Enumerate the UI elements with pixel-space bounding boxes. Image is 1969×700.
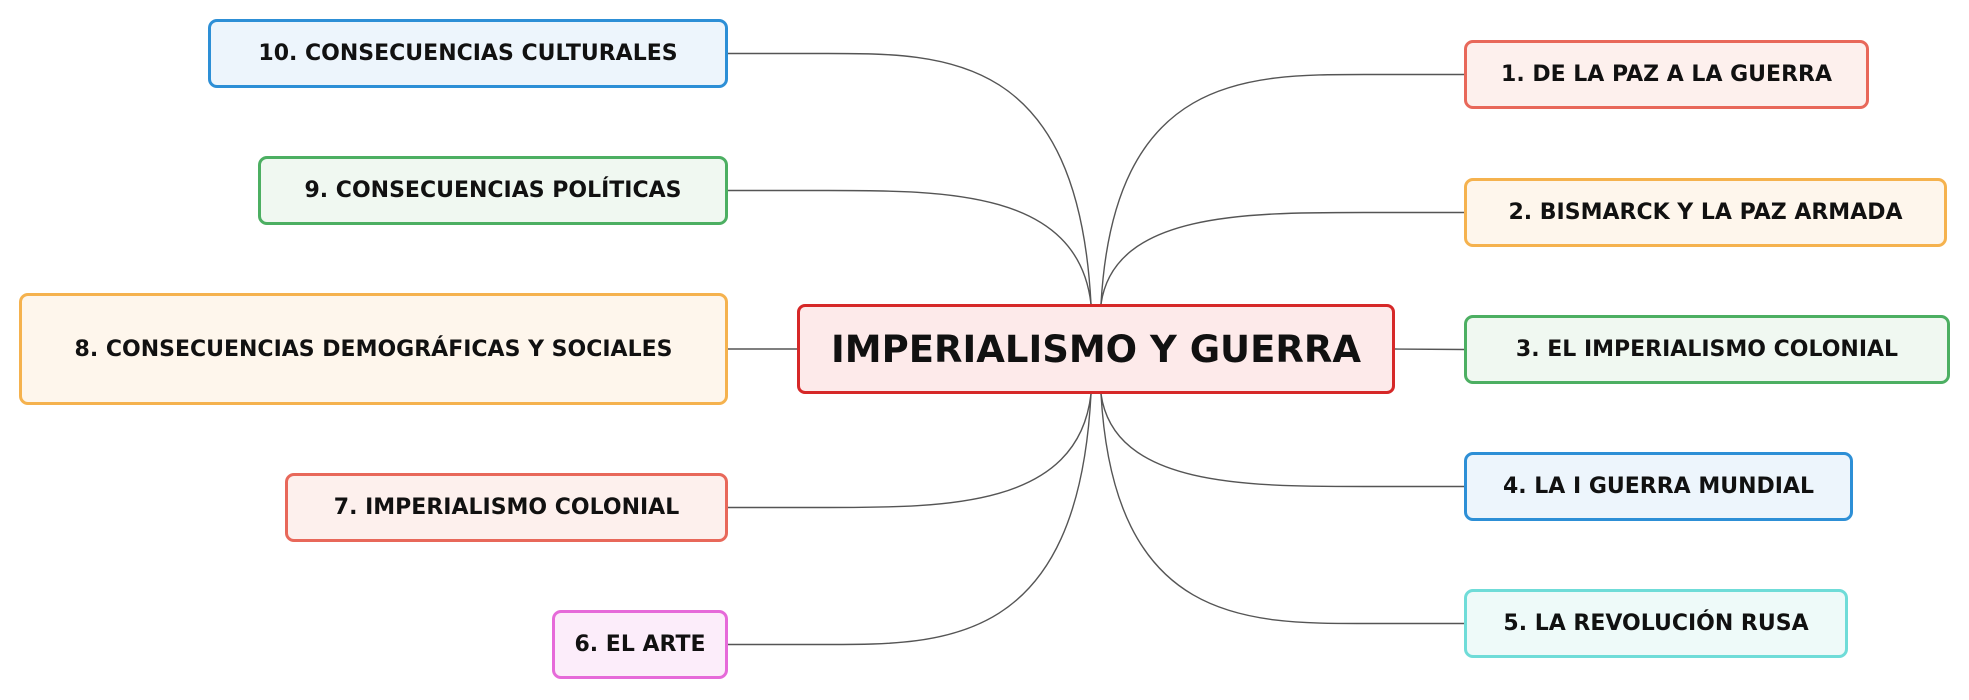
- connector-2: [1100, 211, 1464, 305]
- connector-6: [728, 393, 1092, 646]
- branch-label-10: 10. CONSECUENCIAS CULTURALES: [258, 41, 678, 66]
- branch-label-1: 1. DE LA PAZ A LA GUERRA: [1501, 62, 1832, 87]
- connector-5: [1100, 393, 1464, 625]
- branch-node-10[interactable]: 10. CONSECUENCIAS CULTURALES: [208, 19, 728, 88]
- branch-node-4[interactable]: 4. LA I GUERRA MUNDIAL: [1464, 452, 1853, 521]
- central-topic-label: IMPERIALISMO Y GUERRA: [831, 327, 1361, 371]
- branch-label-2: 2. BISMARCK Y LA PAZ ARMADA: [1508, 200, 1903, 225]
- branch-node-3[interactable]: 3. EL IMPERIALISMO COLONIAL: [1464, 315, 1950, 384]
- branch-node-9[interactable]: 9. CONSECUENCIAS POLÍTICAS: [258, 156, 728, 225]
- branch-label-7: 7. IMPERIALISMO COLONIAL: [333, 495, 680, 520]
- connector-1: [1100, 73, 1464, 305]
- connector-3: [1394, 348, 1465, 351]
- connector-9: [728, 189, 1092, 305]
- branch-node-7[interactable]: 7. IMPERIALISMO COLONIAL: [285, 473, 728, 542]
- branch-node-2[interactable]: 2. BISMARCK Y LA PAZ ARMADA: [1464, 178, 1947, 247]
- branch-label-3: 3. EL IMPERIALISMO COLONIAL: [1515, 337, 1899, 362]
- connector-7: [728, 393, 1092, 509]
- branch-label-8: 8. CONSECUENCIAS DEMOGRÁFICAS Y SOCIALES: [74, 336, 673, 362]
- central-topic[interactable]: IMPERIALISMO Y GUERRA: [797, 304, 1395, 394]
- branch-node-5[interactable]: 5. LA REVOLUCIÓN RUSA: [1464, 589, 1848, 658]
- branch-node-6[interactable]: 6. EL ARTE: [552, 610, 728, 679]
- connector-10: [728, 52, 1092, 305]
- connector-4: [1100, 393, 1464, 488]
- branch-label-6: 6. EL ARTE: [574, 632, 706, 657]
- branch-label-9: 9. CONSECUENCIAS POLÍTICAS: [304, 178, 682, 203]
- branch-node-1[interactable]: 1. DE LA PAZ A LA GUERRA: [1464, 40, 1869, 109]
- branch-node-8[interactable]: 8. CONSECUENCIAS DEMOGRÁFICAS Y SOCIALES: [19, 293, 728, 405]
- branch-label-5: 5. LA REVOLUCIÓN RUSA: [1503, 611, 1809, 636]
- branch-label-4: 4. LA I GUERRA MUNDIAL: [1502, 474, 1815, 499]
